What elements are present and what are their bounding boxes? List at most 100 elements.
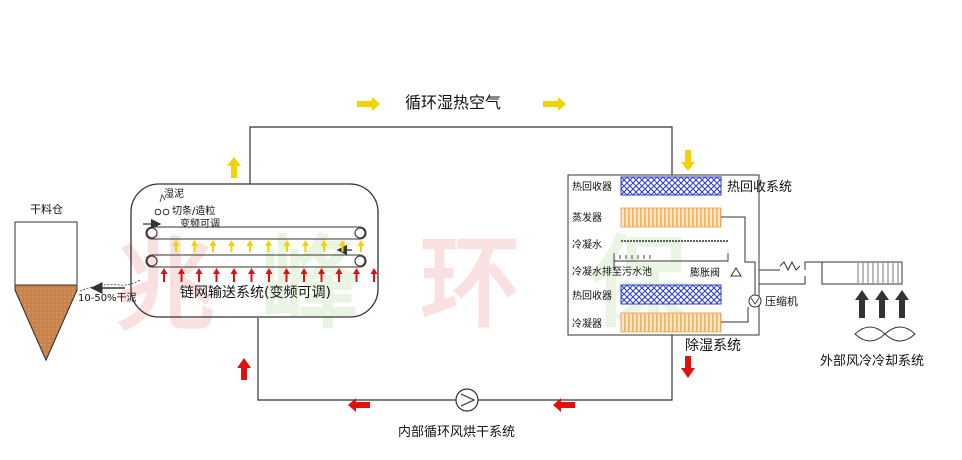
yellow-arrow-up — [172, 240, 180, 252]
droplet — [714, 240, 716, 242]
internal-red-arrows — [160, 268, 378, 282]
droplet — [657, 240, 659, 242]
cut-strip-label: 切条/造粒 — [172, 204, 215, 217]
yellow-arrow-up — [209, 240, 217, 252]
droplet — [645, 240, 647, 242]
dry-bin-label: 干料仓 — [30, 202, 63, 216]
dehumidify-enclosure — [567, 174, 760, 336]
yellow-arrow-up — [246, 240, 254, 252]
circulation-fan — [455, 388, 479, 412]
yellow-arrow-up — [191, 240, 198, 252]
variable-freq-label: 变频可调 — [180, 217, 220, 230]
yellow-arrow-up — [357, 240, 365, 252]
yellow-arrow-up — [302, 240, 309, 252]
droplet — [693, 240, 695, 242]
droplet — [663, 240, 665, 242]
internal-yellow-arrows — [172, 240, 365, 252]
red-arrow-up — [213, 268, 220, 282]
droplet — [654, 240, 656, 242]
droplet — [630, 240, 632, 242]
red-arrow-up — [160, 268, 168, 282]
cooling-arrow-up — [855, 290, 869, 318]
droplet — [666, 240, 668, 242]
dry-bin — [14, 221, 78, 362]
droplet — [681, 240, 683, 242]
droplet — [672, 240, 674, 242]
yellow-arrow-right — [543, 97, 566, 111]
red-arrow-up — [195, 268, 203, 282]
droplet — [639, 240, 641, 242]
droplet — [690, 240, 692, 242]
red-arrow-down — [681, 356, 695, 378]
droplet — [726, 240, 728, 242]
external-cooler — [821, 261, 903, 285]
condenser-label: 冷凝器 — [572, 317, 602, 330]
yellow-arrow-down — [681, 150, 695, 171]
droplet — [627, 240, 629, 242]
expansion-valve-label: 膨胀阀 — [690, 266, 720, 279]
watermark-char-1: 兆 — [115, 227, 215, 344]
circulating-air-label: 循环湿热空气 — [405, 93, 501, 112]
dehumidify-system-label: 除湿系统 — [685, 338, 741, 354]
droplet — [687, 240, 689, 242]
chain-conveyor-label: 链网输送系统(变频可调) — [180, 285, 331, 301]
yellow-arrow-right — [357, 97, 380, 111]
yellow-arrow-up — [265, 240, 272, 252]
red-arrow-up — [300, 268, 308, 282]
compressor-label: 压缩机 — [765, 294, 798, 308]
droplet — [642, 240, 644, 242]
red-arrow-up — [178, 268, 185, 282]
droplet — [708, 240, 710, 242]
heat-recovery-upper-label: 热回收器 — [572, 180, 612, 193]
droplet — [723, 240, 725, 242]
yellow-arrow-up — [320, 240, 328, 252]
droplet — [720, 240, 722, 242]
droplet — [699, 240, 701, 242]
droplet — [669, 240, 671, 242]
droplet — [624, 240, 626, 242]
top-air-arrows — [227, 97, 695, 178]
red-arrow-up — [265, 268, 273, 282]
droplet — [675, 240, 677, 242]
condenser — [620, 312, 722, 333]
droplet — [651, 240, 653, 242]
expansion-valve-icon — [730, 267, 742, 277]
feed-label: 10-50%干泥 — [78, 291, 137, 304]
red-arrow-left — [348, 398, 370, 412]
red-arrow-up — [335, 268, 343, 282]
yellow-arrow-up — [227, 157, 241, 178]
lower-belt — [145, 254, 367, 268]
droplet — [717, 240, 719, 242]
watermark-char-2: 峰 — [260, 225, 360, 342]
red-arrow-up — [370, 268, 378, 282]
yellow-arrow-up — [228, 240, 235, 252]
drain-label: 冷凝水排至污水池 — [572, 265, 652, 278]
condensate-droplets — [621, 240, 728, 242]
condensed-water-label: 冷凝水 — [572, 238, 602, 251]
red-arrow-up — [230, 268, 238, 282]
wet-sludge-label: 湿泥 — [164, 187, 184, 200]
red-arrow-up — [283, 268, 290, 282]
drying-chamber — [130, 183, 379, 318]
internal-drying-label: 内部循环风烘干系统 — [398, 424, 515, 440]
droplet — [648, 240, 650, 242]
heat-recovery-lower — [620, 284, 722, 305]
compressor — [748, 294, 762, 308]
cooling-air-arrows — [855, 290, 909, 318]
cooling-arrow-up — [895, 290, 909, 318]
red-arrow-left — [553, 398, 575, 412]
evaporator — [620, 207, 722, 228]
watermark-char-3: 环 — [420, 225, 520, 342]
wet-sludge-inlet — [154, 194, 170, 216]
droplet — [660, 240, 662, 242]
droplet — [702, 240, 704, 242]
external-cooling-label: 外部风冷冷却系统 — [820, 354, 924, 369]
droplet — [633, 240, 635, 242]
red-arrow-up — [353, 268, 360, 282]
droplet — [621, 240, 623, 242]
heat-recovery-lower-label: 热回收器 — [572, 289, 612, 302]
yellow-arrow-up — [339, 240, 346, 252]
upper-belt — [145, 226, 367, 240]
heat-recovery-system-label: 热回收系统 — [727, 180, 792, 195]
